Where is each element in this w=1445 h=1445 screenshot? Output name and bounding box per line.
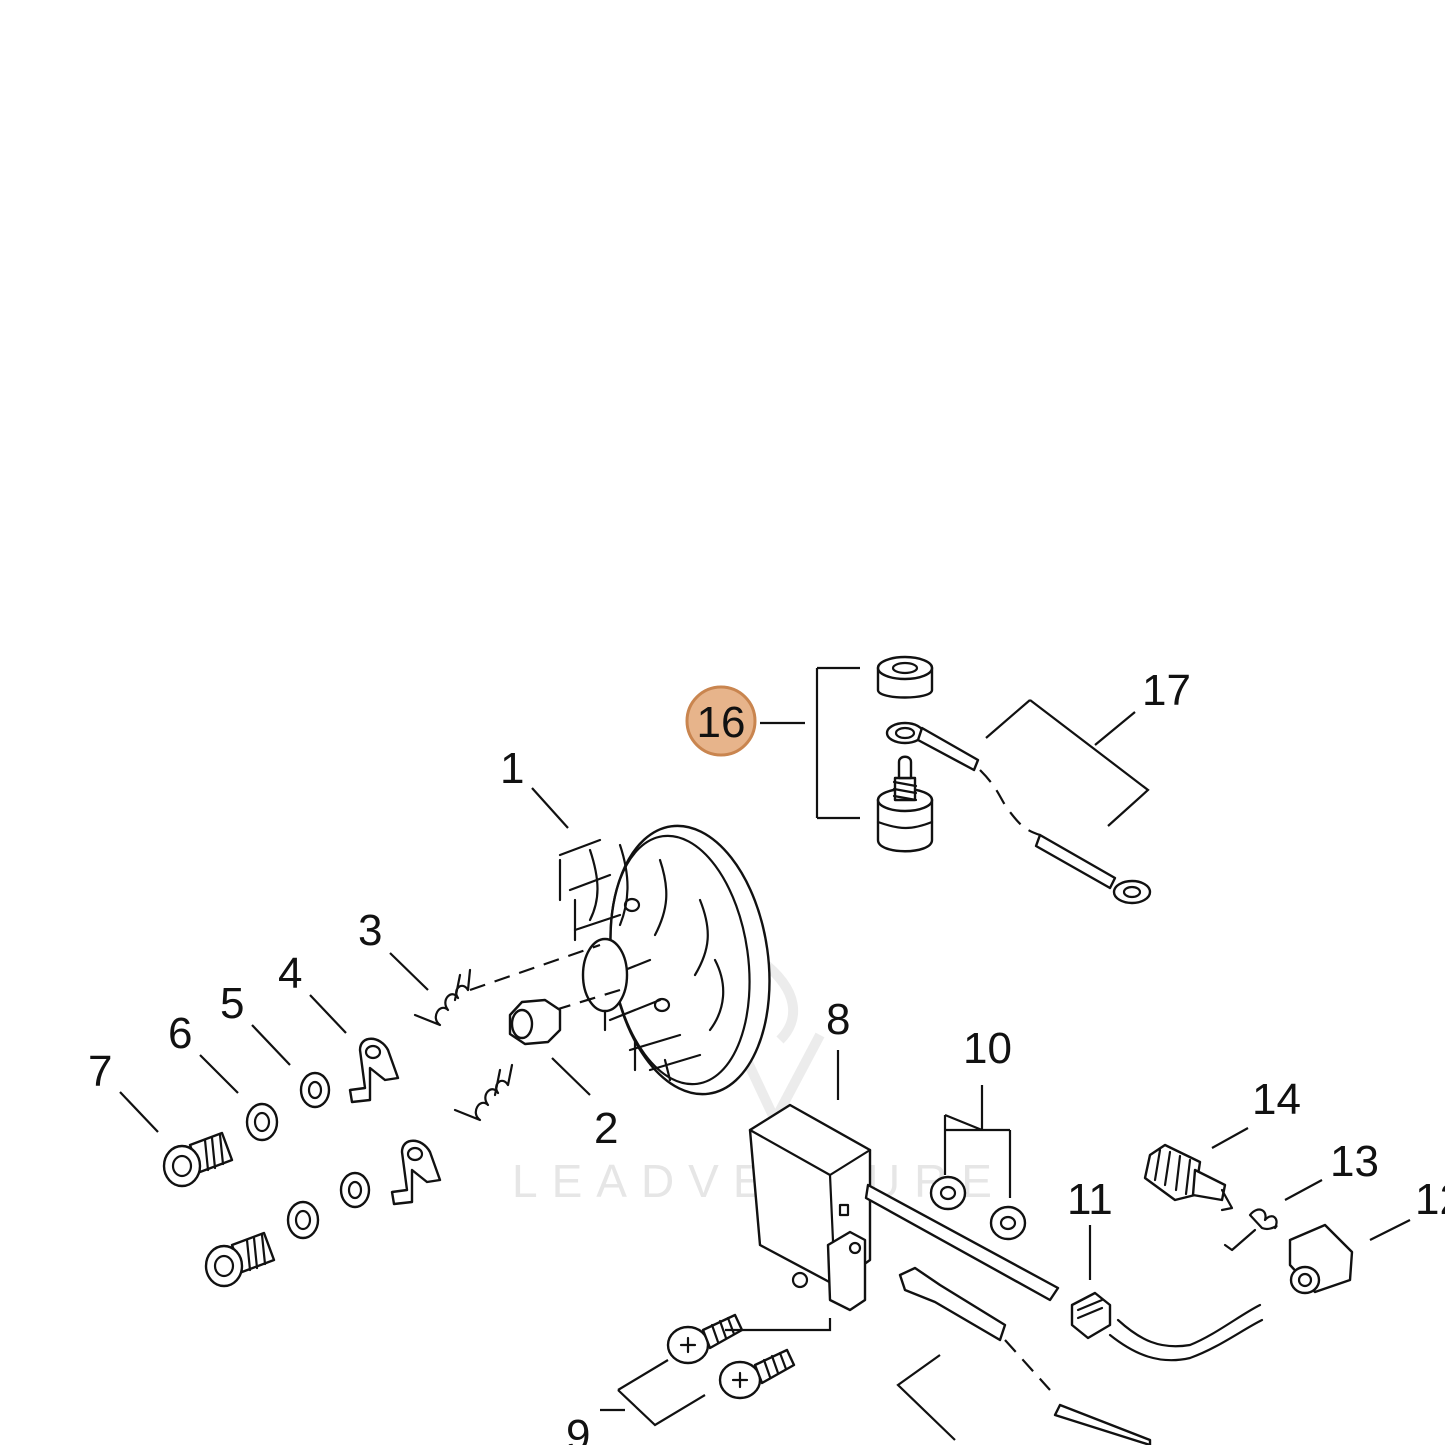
collar-part	[299, 1071, 331, 1109]
highlight-badge	[685, 685, 757, 757]
leader-line-5	[251, 1024, 291, 1066]
leader-bracket-10	[943, 1085, 1012, 1198]
ring-terminal-part	[885, 721, 980, 772]
terminal-cord-part	[1034, 833, 1152, 905]
hightension-cord-part	[1108, 1303, 1264, 1362]
callout-label-11: 11	[1067, 1175, 1113, 1224]
spring-part	[1223, 1208, 1278, 1252]
spark-plug-part	[1143, 1143, 1234, 1212]
leader-line-13	[1284, 1179, 1323, 1201]
callout-label-2: 2	[594, 1104, 618, 1153]
leader-bracket-9	[600, 1318, 832, 1427]
bolt-part	[204, 1231, 276, 1288]
leader-bracket-17	[985, 699, 1150, 827]
callout-label-8: 8	[826, 995, 850, 1044]
pawl-spring-part	[413, 968, 472, 1027]
callout-label-5: 5	[220, 979, 244, 1028]
pawl-part	[390, 1139, 442, 1206]
ignition-coil-part	[748, 1103, 1152, 1445]
callout-label-16: 16	[697, 698, 746, 747]
collar-part	[339, 1171, 371, 1209]
spacer-part	[929, 1175, 967, 1211]
callout-label-7: 7	[88, 1047, 112, 1096]
pawl-spring-part	[453, 1063, 514, 1122]
grommet-part	[1070, 1291, 1112, 1340]
leader-bracket-16	[760, 666, 860, 820]
leader-line-6	[199, 1054, 239, 1094]
leader-line-1	[531, 787, 569, 829]
leader-line-7	[119, 1091, 159, 1133]
pawl-part	[348, 1037, 400, 1104]
callout-label-14: 14	[1252, 1075, 1301, 1124]
flywheel-part	[558, 824, 771, 1096]
plug-cap-part	[1288, 1223, 1354, 1295]
callout-label-12: 12	[1415, 1175, 1445, 1224]
flywheel-nut-part	[508, 998, 562, 1046]
washer-part	[245, 1102, 279, 1142]
axis-line	[469, 943, 601, 992]
leader-bracket-lower	[896, 1354, 956, 1441]
axis-line	[554, 988, 621, 1012]
callout-label-6: 6	[168, 1009, 192, 1058]
spacer-part	[989, 1205, 1027, 1241]
callout-label-10: 10	[963, 1024, 1012, 1073]
bolt-part	[162, 1131, 234, 1188]
cord-route-line	[979, 769, 1041, 837]
leader-line-3	[389, 952, 429, 991]
leader-line-14	[1211, 1127, 1249, 1149]
cap-nut-part	[876, 655, 934, 699]
washer-part	[286, 1200, 320, 1240]
leader-line-12	[1369, 1219, 1411, 1241]
callout-label-3: 3	[358, 906, 382, 955]
callout-label-9: 9	[566, 1411, 590, 1445]
coil-screw-part	[666, 1313, 744, 1365]
callout-label-4: 4	[278, 949, 302, 998]
callout-label-13: 13	[1330, 1137, 1379, 1186]
coil-screw-part	[718, 1348, 796, 1400]
leader-line-2	[551, 1057, 591, 1096]
callout-label-17: 17	[1142, 666, 1191, 715]
leader-line-4	[309, 994, 347, 1034]
terminal-stud-part	[876, 755, 934, 853]
callout-label-1: 1	[500, 744, 524, 793]
